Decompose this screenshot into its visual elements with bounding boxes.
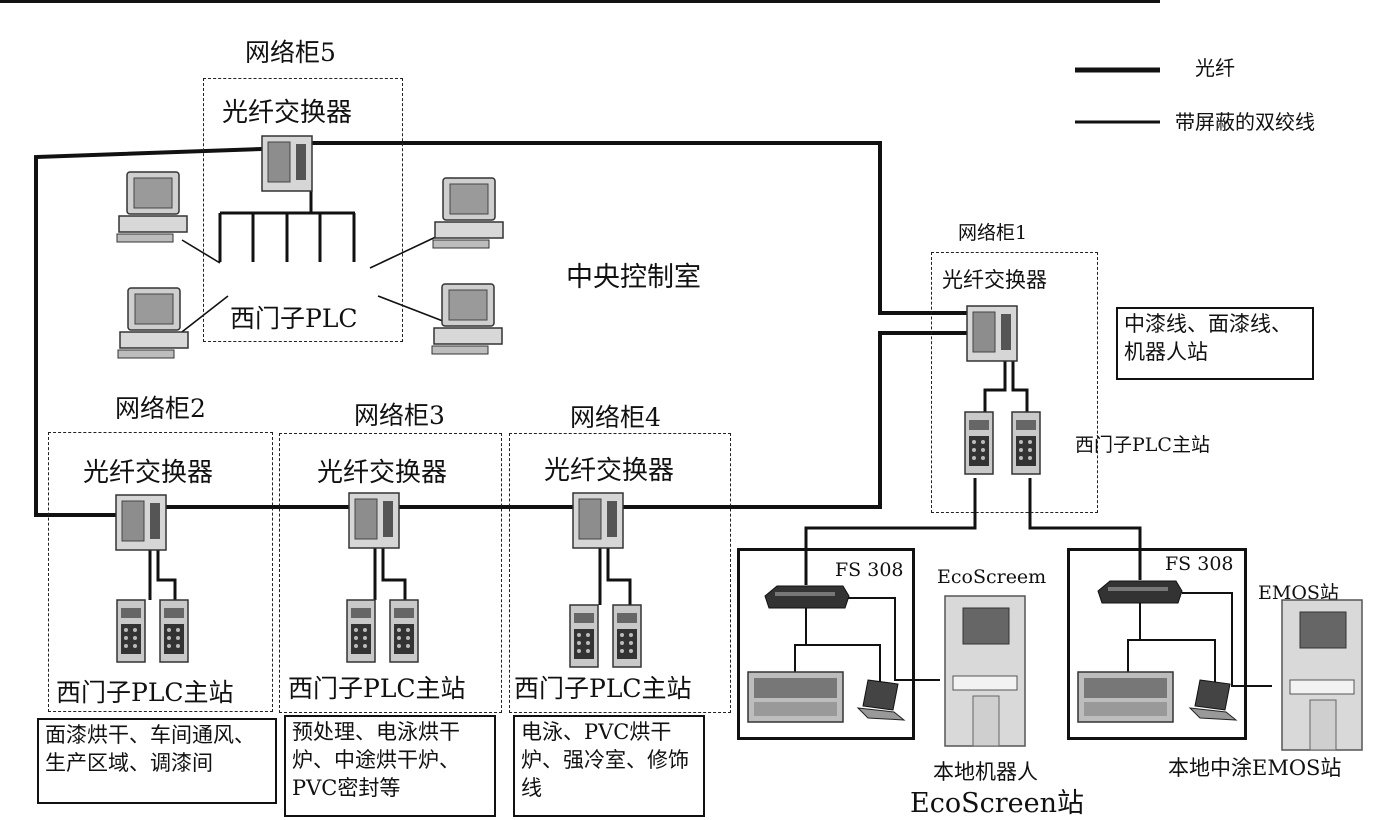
fs-right-hub-icon (1097, 580, 1183, 604)
cabinet3-title: 网络柜3 (354, 401, 445, 430)
cabinet3-fiber-switch-icon (348, 492, 400, 549)
top-rule (0, 0, 1160, 3)
cabinet1-fiber-switch-icon (966, 305, 1018, 362)
cabinet5-title: 网络柜5 (245, 38, 336, 67)
ecoscreen-station-line1: 本地机器人 (933, 760, 1038, 784)
legend-fiber-label: 光纤 (1195, 56, 1235, 80)
cabinet1-title: 网络柜1 (958, 222, 1028, 244)
cabinet3-plc-module-icon-1 (346, 599, 376, 663)
emos-device-label: EMOS站 (1258, 582, 1339, 604)
fs-right-rack-icon (1077, 671, 1174, 723)
ecoscreen-station-line2: EcoScreen站 (910, 788, 1084, 819)
cabinet4-switch-label: 光纤交换器 (544, 456, 675, 486)
central-room-label: 中央控制室 (566, 262, 701, 293)
fs-left-rack-icon (747, 671, 844, 723)
cabinet2-plc-module-icon-1 (116, 599, 146, 663)
cabinet3-frame (279, 433, 502, 713)
cabinet3-areas-box: 预处理、电泳烘干炉、中途烘干炉、PVC密封等 (284, 715, 496, 817)
cabinet4-plc-module-icon-1 (569, 604, 599, 668)
cabinet1-switch-label: 光纤交换器 (942, 268, 1047, 292)
cabinet4-fiber-switch-icon (572, 492, 624, 549)
fiber-ring (290, 141, 985, 315)
cabinet2-plc-module-icon-2 (159, 599, 189, 663)
cabinet3-switch-label: 光纤交换器 (317, 458, 448, 488)
cabinet1-areas-box: 中漆线、面漆线、机器人站 (1116, 307, 1314, 380)
cabinet4-frame (509, 433, 731, 713)
cabinet2-fiber-switch-icon (115, 494, 167, 551)
cabinet2-title: 网络柜2 (115, 394, 206, 423)
fs-right-laptop-icon (1189, 679, 1237, 721)
fs-right-label: FS 308 (1165, 553, 1234, 575)
cabinet4-title: 网络柜4 (570, 403, 661, 432)
cabinet2-plc-master-label: 西门子PLC主站 (56, 678, 234, 707)
fs-left-hub-icon (764, 585, 850, 609)
cabinet3-plc-master-label: 西门子PLC主站 (288, 674, 466, 703)
emos-station-label: 本地中涂EMOS站 (1168, 756, 1342, 780)
cabinet5-switch-label: 光纤交换器 (222, 98, 353, 128)
pc-icon-3 (432, 177, 504, 249)
cabinet3-plc-module-icon-2 (389, 599, 419, 663)
cabinet4-areas-box: 电泳、PVC烘干炉、强冷室、修饰线 (513, 715, 705, 817)
cabinet2-switch-label: 光纤交换器 (83, 458, 214, 488)
cabinet1-plc-module-icon-1 (964, 411, 994, 475)
cabinet1-plc-module-icon-2 (1011, 411, 1041, 475)
legend-shielded-pair-label: 带屏蔽的双绞线 (1175, 110, 1315, 134)
cabinet2-frame (48, 432, 273, 712)
cabinet1-frame (931, 252, 1098, 513)
pc-icon-4 (431, 283, 503, 355)
cabinet5-frame (203, 78, 403, 342)
cabinet5-plc-label: 西门子PLC (230, 304, 358, 333)
fiber-ring-bottom (160, 331, 990, 509)
pc-icon-2 (117, 287, 189, 359)
cabinet2-areas-box: 面漆烘干、车间通风、生产区域、调漆间 (37, 718, 277, 804)
ecoscreen-kiosk-icon (944, 595, 1026, 747)
cabinet4-plc-module-icon-2 (612, 604, 642, 668)
pc-icon-1 (116, 171, 188, 243)
fs-left-label: FS 308 (835, 559, 904, 581)
ecoscreen-device-label: EcoScreem (937, 566, 1047, 588)
cabinet1-plc-master-label: 西门子PLC主站 (1075, 434, 1210, 456)
cabinet4-plc-master-label: 西门子PLC主站 (514, 674, 692, 703)
fs-left-laptop-icon (857, 679, 905, 721)
emos-kiosk-icon (1281, 599, 1363, 751)
cabinet5-fiber-switch-icon (261, 135, 313, 192)
fs-right-frame (1067, 548, 1247, 740)
fs-left-frame (737, 548, 915, 740)
